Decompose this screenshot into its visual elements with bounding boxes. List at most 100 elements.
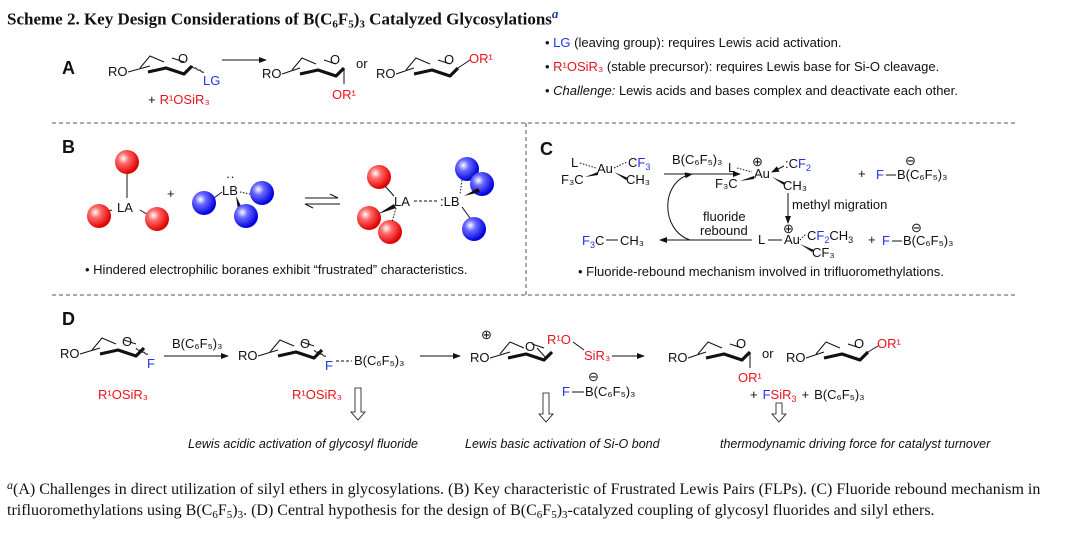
- title-sub: 6: [332, 18, 338, 31]
- activated-complex: RO O F B(C₆F₅)₃: [238, 336, 404, 373]
- title-sub: 3: [359, 18, 365, 31]
- negative-charge: ⊖: [905, 153, 916, 168]
- ring-oxygen: O: [525, 339, 535, 354]
- cf2ch3-group: CF2CH3: [807, 228, 853, 245]
- plus-sign: +: [868, 232, 876, 247]
- panel-c: C L Au CF3 F₃C CH₃ B(C₆F₅)₃ ⊕ Au L F₃C :…: [540, 139, 953, 279]
- caption-text: . (D) Central hypothesis for the design …: [243, 502, 537, 519]
- plus-sign: +: [858, 166, 866, 181]
- f3c-group: F₃C: [561, 172, 584, 187]
- silyl-ether: R¹OSiR₃: [98, 387, 148, 402]
- caption-text: F: [542, 502, 552, 519]
- catalytic-cycle-arrow: [667, 172, 693, 241]
- silyl-ether-nucleophile: R¹O SiR₃: [547, 332, 610, 363]
- silyl-ether: R¹OSiR₃: [292, 387, 342, 402]
- fluorine: F: [876, 167, 884, 182]
- panel-label-a: A: [62, 58, 75, 78]
- borane: B(C₆F₅)₃: [903, 233, 953, 248]
- ch3-group: CH₃: [620, 233, 644, 248]
- note-a-1: • LG (leaving group): requires Lewis aci…: [545, 35, 841, 50]
- note-a-2: • R¹OSiR₃ (stable precursor): requires L…: [545, 59, 939, 74]
- caption-sub: 3: [237, 509, 244, 521]
- carbene: :CF2: [785, 156, 811, 173]
- cf3-group: CF₃: [812, 245, 835, 260]
- byproducts: +FSiR3+B(C₆F₅)₃: [750, 387, 865, 404]
- lone-pair: ··: [226, 169, 235, 184]
- catalyst-label: B(C₆F₅)₃: [172, 336, 222, 351]
- ro-label: RO: [786, 350, 806, 365]
- ro-label: RO: [376, 66, 396, 81]
- caption-sub: 6: [212, 509, 218, 521]
- product-cf3ch3: F3C: [582, 233, 604, 250]
- caption-text: ): [232, 502, 238, 519]
- ring-oxygen: O: [300, 336, 310, 351]
- caption-text: (A) Challenges in direct utilization of …: [7, 481, 1041, 519]
- caption-text: -catalyzed coupling of glycosyl fluoride…: [567, 502, 935, 519]
- title-text: Catalyzed Glycosylations: [364, 9, 552, 29]
- negative-charge: ⊖: [588, 369, 599, 384]
- note-c: • Fluoride-rebound mechanism involved in…: [578, 264, 944, 279]
- f3c-group: F₃C: [715, 176, 738, 191]
- negative-charge: ⊖: [911, 220, 922, 235]
- borane: B(C₆F₅)₃: [354, 353, 404, 368]
- step-methyl-migration: methyl migration: [792, 197, 887, 212]
- ro-label: RO: [238, 348, 258, 363]
- note-d-thermodynamic: thermodynamic driving force for catalyst…: [720, 437, 991, 451]
- panel-a: A RO O LG +R¹OSiR₃ RO O OR¹ or RO O: [62, 35, 958, 107]
- alpha-product: RO O OR¹: [262, 52, 357, 102]
- step-rebound-1: fluoride: [703, 209, 746, 224]
- panel-label-c: C: [540, 139, 553, 159]
- panel-label-b: B: [62, 137, 75, 157]
- scheme-caption: a(A) Challenges in direct utilization of…: [7, 475, 1067, 521]
- ligand-l: L: [571, 155, 578, 170]
- leaving-group: LG: [203, 73, 220, 88]
- ring-oxygen: O: [854, 336, 864, 351]
- caption-sub: 3: [562, 509, 568, 521]
- borane: B(C₆F₅)₃: [897, 167, 947, 182]
- la-label: LA: [394, 194, 410, 209]
- hollow-arrow-3: [771, 402, 787, 423]
- glycosyl-donor: RO O LG: [108, 51, 220, 88]
- lewis-base: ·· LB: [192, 169, 274, 228]
- borane: B(C₆F₅)₃: [585, 384, 635, 399]
- hollow-arrow-1: [350, 387, 366, 421]
- positive-charge: ⊕: [783, 221, 794, 236]
- gold-complex-2: ⊕ Au L F₃C :CF2 CH₃: [715, 154, 811, 193]
- beta-glycoside: RO O OR¹: [786, 336, 902, 365]
- note-b: • Hindered electrophilic boranes exhibit…: [85, 262, 467, 277]
- footnote-mark: a: [551, 6, 559, 21]
- ring-oxygen: O: [178, 51, 188, 66]
- equilibrium-arrow: [304, 193, 340, 209]
- plus-sign: +: [167, 186, 175, 201]
- catalyst-label: B(C₆F₅)₃: [672, 152, 722, 167]
- glycosyl-fluoride: RO O F: [60, 334, 155, 371]
- frustrated-lewis-pair: LA :LB: [357, 157, 494, 244]
- lewis-acid: LA: [87, 150, 169, 231]
- note-d-lewis-acidic: Lewis acidic activation of glycosyl fluo…: [188, 437, 418, 451]
- title-text: Scheme 2. Key Design Considerations of B…: [7, 9, 333, 29]
- ro-label: RO: [262, 66, 282, 81]
- la-label: LA: [117, 200, 133, 215]
- lb-label: :LB: [440, 194, 460, 209]
- ligand-l: L: [728, 160, 735, 175]
- gold-atom: Au: [754, 166, 770, 181]
- gold-atom: Au: [784, 232, 800, 247]
- ch3-group: CH₃: [626, 172, 650, 187]
- fluorine: F: [325, 358, 333, 373]
- panel-d: D RO O F R¹OSiR₃ B(C₆F₅)₃ RO O F B(C₆F₅)…: [60, 309, 991, 451]
- alpha-glycoside: RO O OR¹: [668, 336, 763, 385]
- fluorine: F: [562, 384, 570, 399]
- sir3-group: SiR₃: [584, 348, 610, 363]
- hollow-arrow-2: [538, 392, 554, 423]
- fluoroborate: ⊖ F B(C₆F₅)₃: [562, 369, 635, 399]
- fluoroborate-2: ⊖ F B(C₆F₅)₃: [882, 220, 953, 248]
- ro-label: RO: [108, 64, 128, 79]
- caption-sub: 5: [551, 509, 557, 521]
- footnote-mark: a: [7, 478, 13, 492]
- title-text: ): [353, 9, 360, 29]
- positive-charge: ⊕: [752, 154, 763, 169]
- caption-text: ): [556, 502, 563, 519]
- panel-label-d: D: [62, 309, 75, 329]
- scheme-title: Scheme 2. Key Design Considerations of B…: [7, 6, 558, 31]
- note-d-lewis-basic: Lewis basic activation of Si-O bond: [465, 437, 661, 451]
